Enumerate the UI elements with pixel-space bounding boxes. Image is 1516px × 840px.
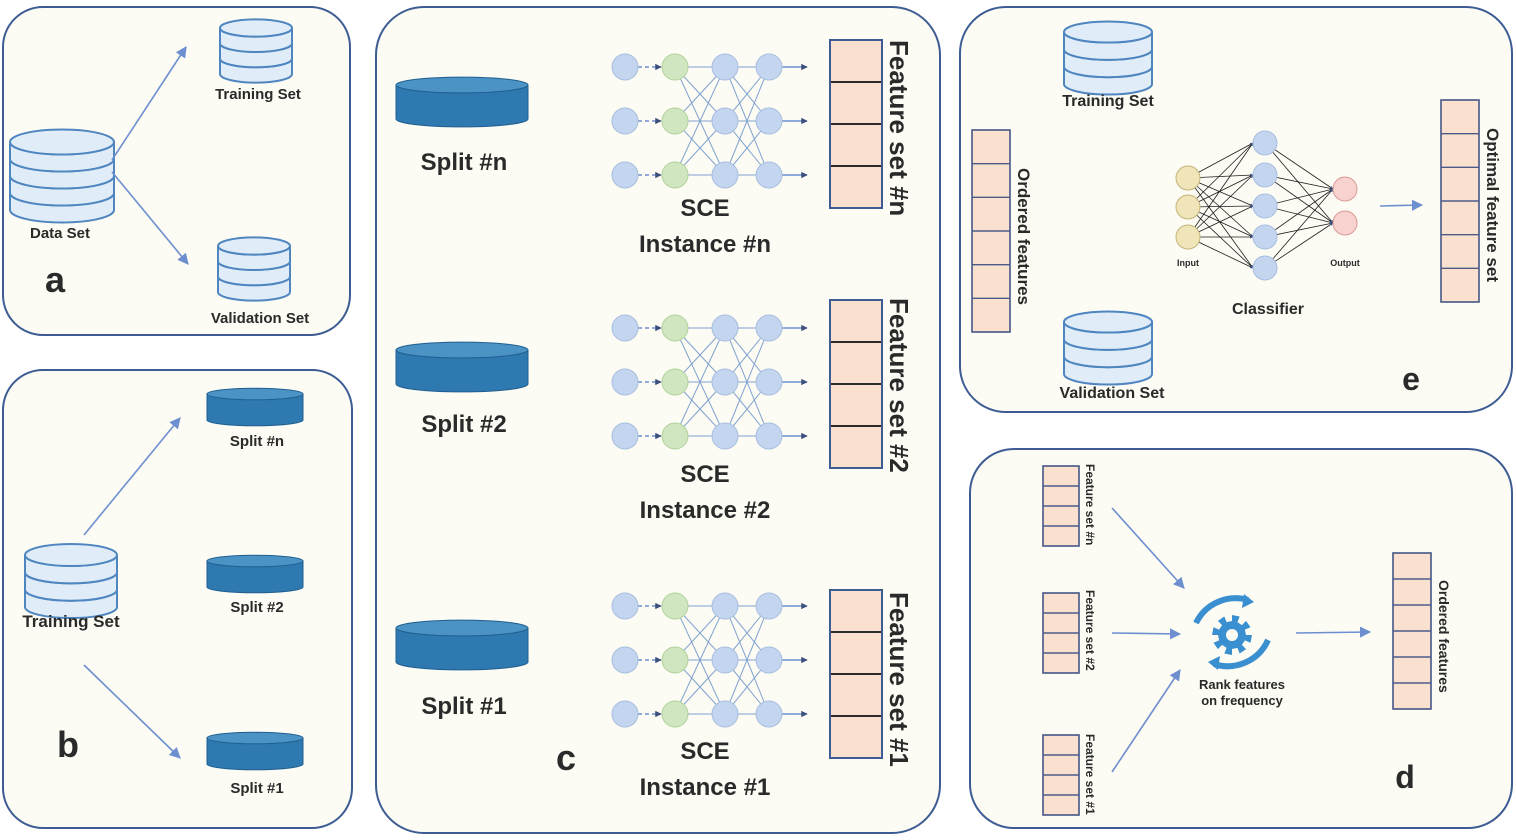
rank-gear-icon	[1193, 594, 1271, 670]
panel-b: Training Set Split #n Split #2 Split #1 …	[2, 369, 353, 829]
data-set-database-icon	[9, 128, 115, 224]
feature-set-1-vector	[1042, 734, 1080, 816]
instance-label: Instance #2	[640, 497, 771, 524]
optimal-feature-set-vector	[1440, 99, 1480, 303]
ordered-features-vector	[1392, 552, 1432, 710]
feature-set-vector	[829, 589, 883, 759]
panel-e-frame	[959, 6, 1513, 413]
panel-letter-b: b	[57, 724, 79, 765]
training-set-database-icon	[24, 542, 118, 620]
sce-row-n: Split #n SCE Instance #n Feature set #n	[395, 39, 914, 258]
sce-network-icon	[611, 53, 808, 189]
instance-label: Instance #n	[639, 231, 771, 258]
split-2-cylinder-icon	[395, 341, 529, 393]
arrow-to-training-set	[111, 46, 187, 161]
split-1-cylinder-icon	[395, 619, 529, 671]
feature-set-vector	[829, 39, 883, 209]
sce-label: SCE	[680, 195, 729, 222]
split-n-cylinder-icon	[395, 76, 529, 128]
arrow-from-feature-set-2	[1111, 628, 1182, 640]
split-2-cylinder-icon	[206, 554, 304, 594]
sce-label: SCE	[680, 738, 729, 765]
arrow-from-feature-set-n	[1111, 507, 1185, 589]
arrow-from-feature-set-1	[1111, 669, 1181, 773]
validation-set-database-icon	[217, 236, 291, 302]
panel-b-frame	[2, 369, 353, 829]
feature-set-label: Feature set #2	[884, 298, 914, 473]
feature-set-n-label: Feature set #n	[1083, 464, 1097, 545]
validation-set-database-icon	[1063, 310, 1153, 386]
feature-set-1-label: Feature set #1	[1083, 734, 1097, 815]
training-set-label: Training Set	[215, 86, 301, 103]
input-label: Input	[1177, 258, 1199, 268]
split-n-cylinder-icon	[206, 387, 304, 427]
training-set-database-icon	[219, 18, 293, 84]
classifier-network-icon	[1175, 130, 1358, 281]
split-label: Split #1	[421, 693, 506, 720]
feature-set-vector	[829, 299, 883, 469]
ordered-features-vector	[971, 129, 1011, 333]
panel-letter-c: c	[556, 737, 576, 778]
rank-features-line2: on frequency	[1201, 693, 1283, 708]
training-set-label: Training Set	[1062, 93, 1154, 110]
instance-label: Instance #1	[640, 774, 771, 801]
feature-set-2-vector	[1042, 592, 1080, 674]
validation-set-label: Validation Set	[1060, 385, 1166, 402]
output-label: Output	[1330, 258, 1360, 268]
sce-row-1: Split #1 SCE Instance #1 Feature set #1	[395, 589, 914, 801]
validation-set-label: Validation Set	[211, 310, 309, 327]
sce-network-icon	[611, 314, 808, 450]
sce-network-icon	[611, 592, 808, 728]
split-1-label: Split #1	[230, 780, 283, 797]
feature-set-n-vector	[1042, 465, 1080, 547]
panel-c: Split #n SCE Instance #n Feature set #n …	[375, 6, 941, 834]
rank-features-line1: Rank features	[1199, 677, 1285, 692]
panel-d: Feature set #n Feature set #2 Feature se…	[969, 448, 1513, 829]
panel-letter-a: a	[45, 259, 66, 300]
training-set-label: Training Set	[22, 612, 120, 631]
feature-set-label: Feature set #1	[884, 592, 914, 767]
optimal-feature-set-label: Optimal feature set	[1483, 128, 1502, 282]
feature-set-label: Feature set #n	[884, 40, 914, 216]
split-label: Split #2	[421, 411, 506, 438]
arrow-to-split-n	[83, 417, 181, 536]
panel-e: Training Set Validation Set Ordered feat…	[959, 6, 1513, 413]
arrow-to-split-1	[83, 664, 181, 759]
arrow-to-ordered-features	[1295, 626, 1372, 638]
split-2-label: Split #2	[230, 599, 283, 616]
feature-set-2-label: Feature set #2	[1083, 590, 1097, 671]
arrow-to-validation-set	[111, 171, 189, 265]
sce-row-2: Split #2 SCE Instance #2 Feature set #2	[395, 298, 914, 524]
ordered-features-label: Ordered features	[1014, 168, 1033, 305]
ordered-features-label: Ordered features	[1436, 580, 1452, 693]
training-set-database-icon	[1063, 20, 1153, 96]
panel-letter-e: e	[1402, 361, 1420, 397]
classifier-label: Classifier	[1232, 301, 1304, 318]
panel-a: Data Set Training Set Validation Set a	[2, 6, 351, 336]
panel-letter-d: d	[1395, 759, 1415, 795]
split-1-cylinder-icon	[206, 731, 304, 771]
arrow-to-optimal-feature-set	[1379, 199, 1424, 211]
split-label: Split #n	[421, 149, 508, 176]
sce-label: SCE	[680, 461, 729, 488]
data-set-label: Data Set	[30, 225, 90, 242]
split-n-label: Split #n	[230, 433, 284, 450]
